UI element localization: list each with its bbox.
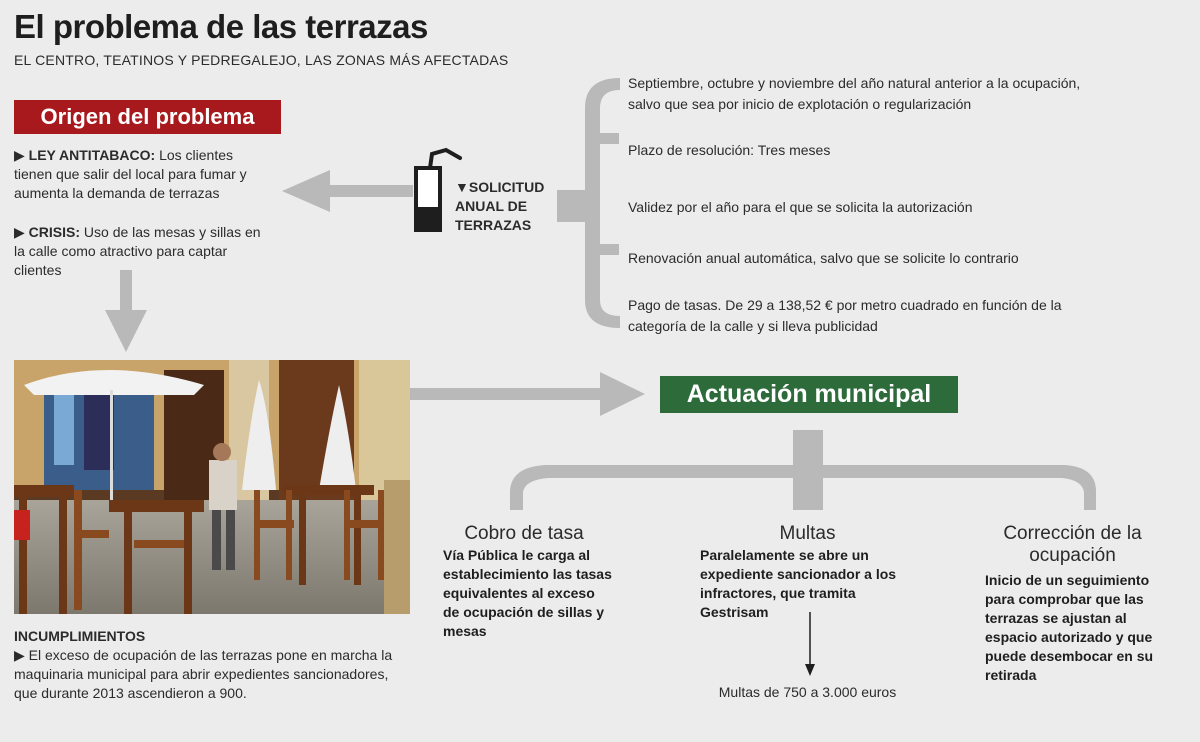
incumplimientos-heading: INCUMPLIMIENTOS	[14, 628, 146, 644]
requirement-item: Pago de tasas. De 29 a 138,52 € por metr…	[628, 297, 1062, 334]
column-body-cobro: Vía Pública le carga al establecimiento …	[443, 547, 612, 639]
cause-head: CRISIS:	[28, 224, 81, 240]
column-title-correccion: Corrección de la ocupación	[1003, 523, 1142, 566]
column-body-correccion: Inicio de un seguimiento para comprobar …	[985, 572, 1154, 683]
arrow-down-icon	[105, 270, 147, 352]
brace-icon	[510, 430, 1096, 510]
solicitud-label: ▼SOLICITUD ANUAL DE TERRAZAS	[455, 178, 565, 235]
triangle-down-icon: ▼	[455, 179, 469, 195]
requirement-item: Renovación anual automática, salvo que s…	[628, 250, 1019, 266]
column-body-multas: Paralelamente se abre un expediente sanc…	[700, 547, 897, 620]
drink-cup-icon	[414, 147, 462, 232]
requirement-item: Validez por el año para el que se solici…	[628, 199, 973, 215]
cause-body: Uso de las mesas y sillas en la calle co…	[14, 224, 261, 278]
terrace-photo	[14, 360, 410, 614]
triangle-right-icon: ▶	[14, 147, 25, 163]
requirement-item: Plazo de resolución: Tres meses	[628, 142, 831, 158]
cause-body: Los clientes tienen que salir del local …	[14, 147, 247, 201]
column-title-multas: Multas	[779, 523, 836, 544]
requirement-item: Septiembre, octubre y noviembre del año …	[628, 75, 1081, 112]
column-title-cobro: Cobro de tasa	[464, 523, 584, 544]
actuacion-banner: Actuación municipal	[660, 376, 958, 413]
origin-banner: Origen del problema	[14, 100, 281, 134]
arrow-left-icon	[282, 170, 413, 212]
triangle-right-icon: ▶	[14, 647, 25, 663]
triangle-right-icon: ▶	[14, 224, 25, 240]
arrow-right-icon	[410, 372, 645, 416]
cause-crisis: ▶ CRISIS: Uso de las mesas y sillas en l…	[14, 223, 274, 280]
cause-head: LEY ANTITABACO:	[28, 147, 156, 163]
multas-range: Multas de 750 a 3.000 euros	[718, 684, 897, 700]
incumplimientos-block: INCUMPLIMIENTOS ▶ El exceso de ocupación…	[14, 627, 404, 703]
solicitud-text: SOLICITUD ANUAL DE TERRAZAS	[455, 179, 545, 233]
brace-icon	[557, 78, 620, 328]
page-subtitle: EL CENTRO, TEATINOS Y PEDREGALEJO, LAS Z…	[14, 52, 509, 68]
arrow-down-icon	[805, 612, 815, 676]
incumplimientos-body: El exceso de ocupación de las terrazas p…	[14, 647, 393, 701]
page-title: El problema de las terrazas	[14, 8, 428, 45]
cause-antitabaco: ▶ LEY ANTITABACO: Los clientes tienen qu…	[14, 146, 274, 203]
